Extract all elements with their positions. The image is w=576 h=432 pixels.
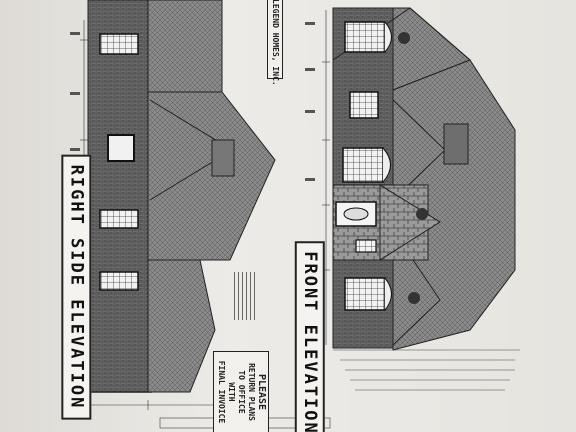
side-roof-upper: [147, 0, 223, 93]
front-roof-vent: [443, 123, 469, 165]
side-roof-lower: [147, 259, 216, 393]
notes-block-marks: [234, 272, 256, 320]
side-window-3: [99, 271, 139, 291]
please-line-4: WITH: [227, 382, 236, 402]
side-window-1: [99, 33, 139, 55]
front-window-arched-top: [344, 21, 386, 53]
front-elevation: [322, 7, 520, 391]
side-window-square: [107, 134, 135, 162]
please-line-1: PLEASE: [256, 373, 267, 411]
right-side-elevation: [80, 0, 276, 410]
front-vent-round-2: [416, 208, 428, 220]
front-window-arched-low: [344, 277, 386, 311]
side-wall: [87, 0, 149, 393]
front-window-arched-mid: [342, 147, 384, 183]
company-box: LEGEND HOMES, INC.: [267, 0, 283, 86]
please-line-2: RETURN PLANS: [247, 363, 256, 421]
side-window-2: [99, 209, 139, 229]
please-return-box: PLEASE RETURN PLANS TO OFFICE WITH FINAL…: [213, 351, 269, 432]
front-window-small: [355, 239, 377, 253]
front-window-mid: [349, 91, 379, 119]
please-line-3: TO OFFICE: [237, 370, 246, 414]
front-elevation-title: FRONT ELEVATION: [294, 241, 325, 432]
please-line-5: FINAL INVOICE: [217, 360, 226, 424]
front-vent-round-1: [398, 32, 410, 44]
side-vent: [211, 139, 235, 177]
front-vent-round-3: [408, 292, 420, 304]
right-side-elevation-title: RIGHT SIDE ELEVATION: [61, 154, 92, 420]
